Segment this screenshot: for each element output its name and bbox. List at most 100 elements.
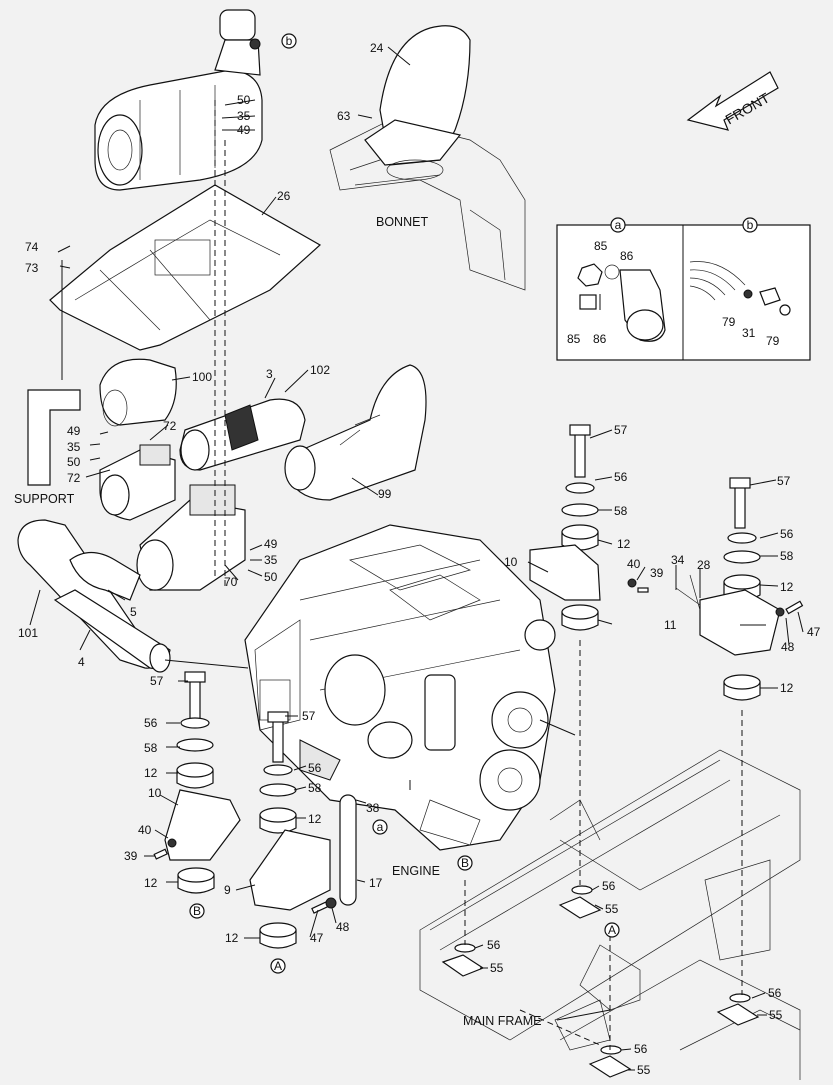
mount-stack-left-front [249, 711, 337, 949]
part-number-label: 49 [237, 123, 251, 137]
ref-B-left: B [193, 904, 201, 918]
front-arrow-icon: FRONT [686, 71, 779, 131]
part-number-label: 24 [370, 41, 384, 55]
part-number-label: 56 [780, 527, 794, 541]
part-number-label: 12 [144, 876, 158, 890]
mount-stack-left-rear [153, 671, 241, 894]
part-number-label: 10 [504, 555, 518, 569]
part-number-label: 49 [67, 424, 81, 438]
part-number-label: 57 [150, 674, 164, 688]
captions: BONNET SUPPORT ENGINE MAIN FRAME [14, 215, 541, 1028]
part-number-label: 50 [237, 93, 251, 107]
support-caption: SUPPORT [14, 492, 75, 506]
part-number-label: 35 [67, 440, 81, 454]
part-number-label: 79 [722, 315, 736, 329]
bonnet-caption: BONNET [376, 215, 428, 229]
part-number-label: 47 [310, 931, 324, 945]
mount-stack-right-front [529, 424, 649, 631]
ref-B-frame: B [461, 856, 469, 870]
air-cleaner-assembly [94, 9, 263, 191]
part-number-label: 102 [310, 363, 330, 377]
callout-a-engine: a [377, 820, 384, 834]
part-number-label: 85 [567, 332, 581, 346]
part-number-label: 3 [266, 367, 273, 381]
part-number-label: 9 [224, 883, 231, 897]
leader-lines [29, 46, 804, 1071]
part-number-label: 12 [780, 580, 794, 594]
part-number-label: 10 [148, 786, 162, 800]
part-number-label: 35 [264, 553, 278, 567]
part-number-label: 12 [780, 681, 794, 695]
hose-clamps-72 [99, 444, 176, 521]
hose-4 [53, 589, 171, 673]
main-frame-caption: MAIN FRAME [463, 1014, 541, 1028]
part-number-label: 55 [490, 961, 504, 975]
part-number-label: 55 [769, 1008, 783, 1022]
hose-17 [339, 794, 357, 906]
part-number-label: 34 [671, 553, 685, 567]
ref-A-left: A [274, 959, 282, 973]
part-number-label: 57 [302, 709, 316, 723]
detail-box [556, 224, 811, 361]
part-number-label: 12 [225, 931, 239, 945]
part-number-label: 47 [807, 625, 821, 639]
part-number-label: 12 [308, 812, 322, 826]
part-number-label: 35 [237, 109, 251, 123]
part-number-label: 86 [620, 249, 634, 263]
part-number-label: 50 [67, 455, 81, 469]
part-number-label: 72 [67, 471, 81, 485]
part-number-label: 74 [25, 240, 39, 254]
part-number-label: 31 [742, 326, 756, 340]
support-bracket [27, 260, 81, 486]
mount-stack-right-rear [675, 477, 804, 701]
part-number-label: 55 [605, 902, 619, 916]
part-number-label: 58 [144, 741, 158, 755]
main-frame [419, 749, 801, 1080]
callout-b-top: b [286, 34, 293, 48]
part-number-label: 39 [650, 566, 664, 580]
part-number-label: 12 [617, 537, 631, 551]
part-number-label: 38 [366, 801, 380, 815]
part-number-label: 26 [277, 189, 291, 203]
part-number-label: 63 [337, 109, 351, 123]
part-number-label: 56 [614, 470, 628, 484]
part-number-label: 40 [138, 823, 152, 837]
part-number-label: 48 [336, 920, 350, 934]
part-number-label: 39 [124, 849, 138, 863]
part-number-label: 50 [264, 570, 278, 584]
ref-A-frame: A [608, 923, 616, 937]
part-number-label: 57 [614, 423, 628, 437]
part-number-label: 4 [78, 655, 85, 669]
part-number-label: 56 [634, 1042, 648, 1056]
part-number-label: 55 [637, 1063, 651, 1077]
part-number-label: 85 [594, 239, 608, 253]
part-number-label: 12 [144, 766, 158, 780]
part-number-label: 86 [593, 332, 607, 346]
part-number-label: 58 [308, 781, 322, 795]
part-number-label: 17 [369, 876, 383, 890]
part-number-label: 73 [25, 261, 39, 275]
engine-caption: ENGINE [392, 864, 440, 878]
part-number-label: 56 [768, 986, 782, 1000]
elbow-5 [69, 551, 141, 601]
part-number-label: 28 [697, 558, 711, 572]
precleaner-99 [284, 364, 427, 501]
part-number-label: 101 [18, 626, 38, 640]
part-number-label: 40 [627, 557, 641, 571]
part-number-label: 70 [224, 575, 238, 589]
callout-a-box: a [615, 218, 622, 232]
hose-100 [99, 358, 177, 427]
part-number-label: 57 [777, 474, 791, 488]
part-number-label: 99 [378, 487, 392, 501]
part-number-label: 58 [614, 504, 628, 518]
part-number-label: 56 [308, 761, 322, 775]
part-number-label: 48 [781, 640, 795, 654]
part-number-label: 11 [664, 618, 677, 632]
part-number-label: 100 [192, 370, 212, 384]
mounting-bracket-26 [49, 184, 322, 351]
center-lines [214, 100, 743, 1050]
callout-bubbles: b a b a B A B A [189, 33, 758, 974]
part-number-label: 72 [163, 419, 177, 433]
